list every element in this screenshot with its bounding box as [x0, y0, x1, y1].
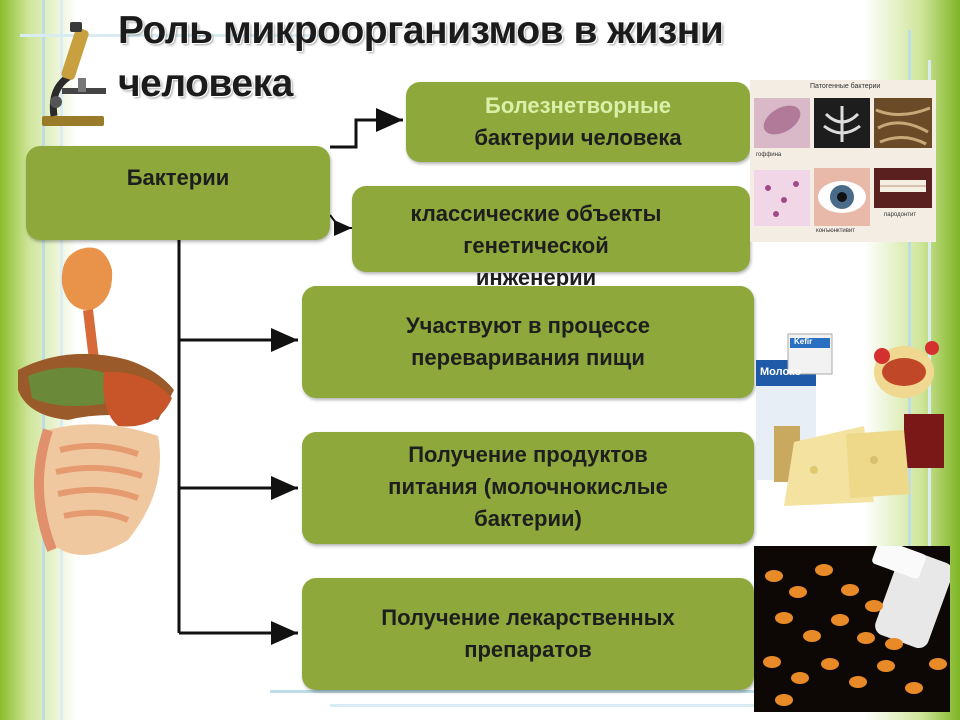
box-line: питания (молочнокислые: [388, 474, 668, 499]
box-line: Участвуют в процессе: [405, 313, 651, 338]
title-line: Роль микроорганизмов в жизни: [118, 9, 724, 52]
box-line: Получение продуктов: [408, 442, 648, 467]
pathogens-caption: пародонтит: [884, 212, 917, 218]
box-line-highlight: Болезнетворные: [485, 93, 671, 118]
bacteria-box: Бактерии: [26, 146, 330, 240]
dairy-products-image: Молоко Kefir: [754, 330, 950, 510]
food-production-box: Получение продуктов питания (молочнокисл…: [302, 432, 754, 544]
kefir-brand-label: Kefir: [794, 337, 813, 346]
frame-line: [330, 704, 890, 707]
box-line: классические объекты: [410, 201, 662, 226]
slide-title: Роль микроорганизмов в жизни человека: [118, 4, 818, 110]
pathogens-heading: Патогенные бактерии: [810, 83, 881, 90]
box-line: препаратов: [464, 637, 592, 662]
frame-line: [20, 34, 320, 37]
genetic-engineering-box: классические объекты генетической инжене…: [352, 186, 750, 290]
pathogenic-bacteria-image: Патогенные бактерии гоффина конъюнктивит…: [750, 80, 936, 242]
box-line: переваривания пищи: [411, 345, 645, 370]
title-line: человека: [118, 62, 293, 105]
pills-image: [754, 546, 950, 712]
box-line: инженерии: [475, 265, 597, 290]
box-line: бактерии человека: [474, 125, 682, 150]
box-line: генетической: [463, 233, 609, 258]
pathogens-caption: конъюнктивит: [816, 228, 855, 234]
digestive-system-image: [8, 240, 180, 580]
frame-line: [270, 690, 890, 693]
medicine-production-box: Получение лекарственных препаратов: [302, 578, 754, 690]
box-line: Получение лекарственных: [381, 605, 675, 630]
pathogens-caption: гоффина: [756, 152, 782, 158]
box-line: бактерии): [474, 506, 582, 531]
digestion-box: Участвуют в процессе переваривания пищи: [302, 286, 754, 398]
milk-carton-label: Молоко: [760, 366, 802, 378]
bacteria-label: Бактерии: [126, 165, 230, 190]
microscope-icon: [34, 18, 114, 128]
pathogenic-bacteria-box: Болезнетворные бактерии человека: [406, 82, 750, 162]
